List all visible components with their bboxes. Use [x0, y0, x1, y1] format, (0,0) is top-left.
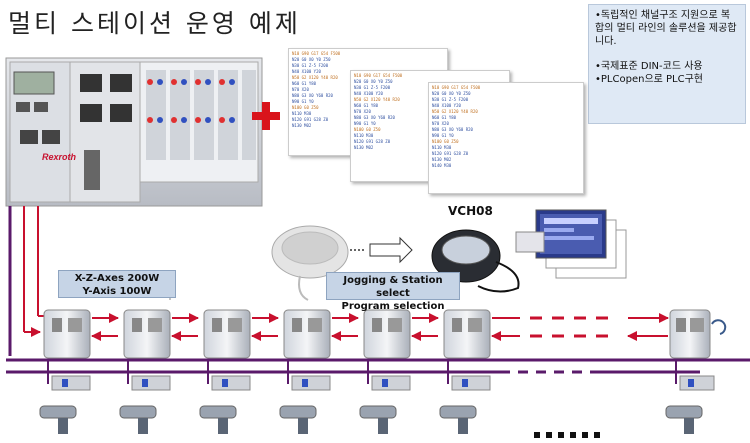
drive-station [443, 309, 491, 359]
drive-station [363, 309, 411, 359]
axes-spec-label: X-Z-Axes 200W Y-Axis 100W [58, 270, 176, 298]
pendant-vch08 [431, 229, 520, 293]
vch08-label: VCH08 [448, 204, 493, 218]
controller-unit [5, 57, 263, 207]
continuation-dots [534, 432, 600, 438]
pendant-old [271, 225, 349, 301]
note-line-3: •PLCopen으로 PLC구현 [595, 74, 704, 85]
drive-station [43, 309, 91, 359]
io-module-row [51, 375, 715, 391]
hmi-screens [515, 209, 627, 279]
plus-icon [252, 102, 280, 130]
note-line-1: •독립적인 채널구조 지원으로 복합의 멀티 라인의 솔루션을 제공합니다. [595, 10, 737, 47]
drive-station [283, 309, 331, 359]
feature-note: •독립적인 채널구조 지원으로 복합의 멀티 라인의 솔루션을 제공합니다. •… [588, 4, 746, 124]
rexroth-logo: Rexroth [42, 152, 77, 162]
drive-station [123, 309, 171, 359]
note-line-2: •국제표준 DIN-코드 사용 [595, 61, 703, 72]
motor-row [39, 405, 703, 434]
jog-function-label: Jogging & Station select Program selecti… [326, 272, 460, 312]
drive-station [669, 309, 711, 359]
loop-back-icon [711, 319, 727, 335]
transition-arrow [350, 236, 413, 264]
page-title: 멀티 스테이션 운영 예제 [8, 9, 301, 38]
drive-station [203, 309, 251, 359]
